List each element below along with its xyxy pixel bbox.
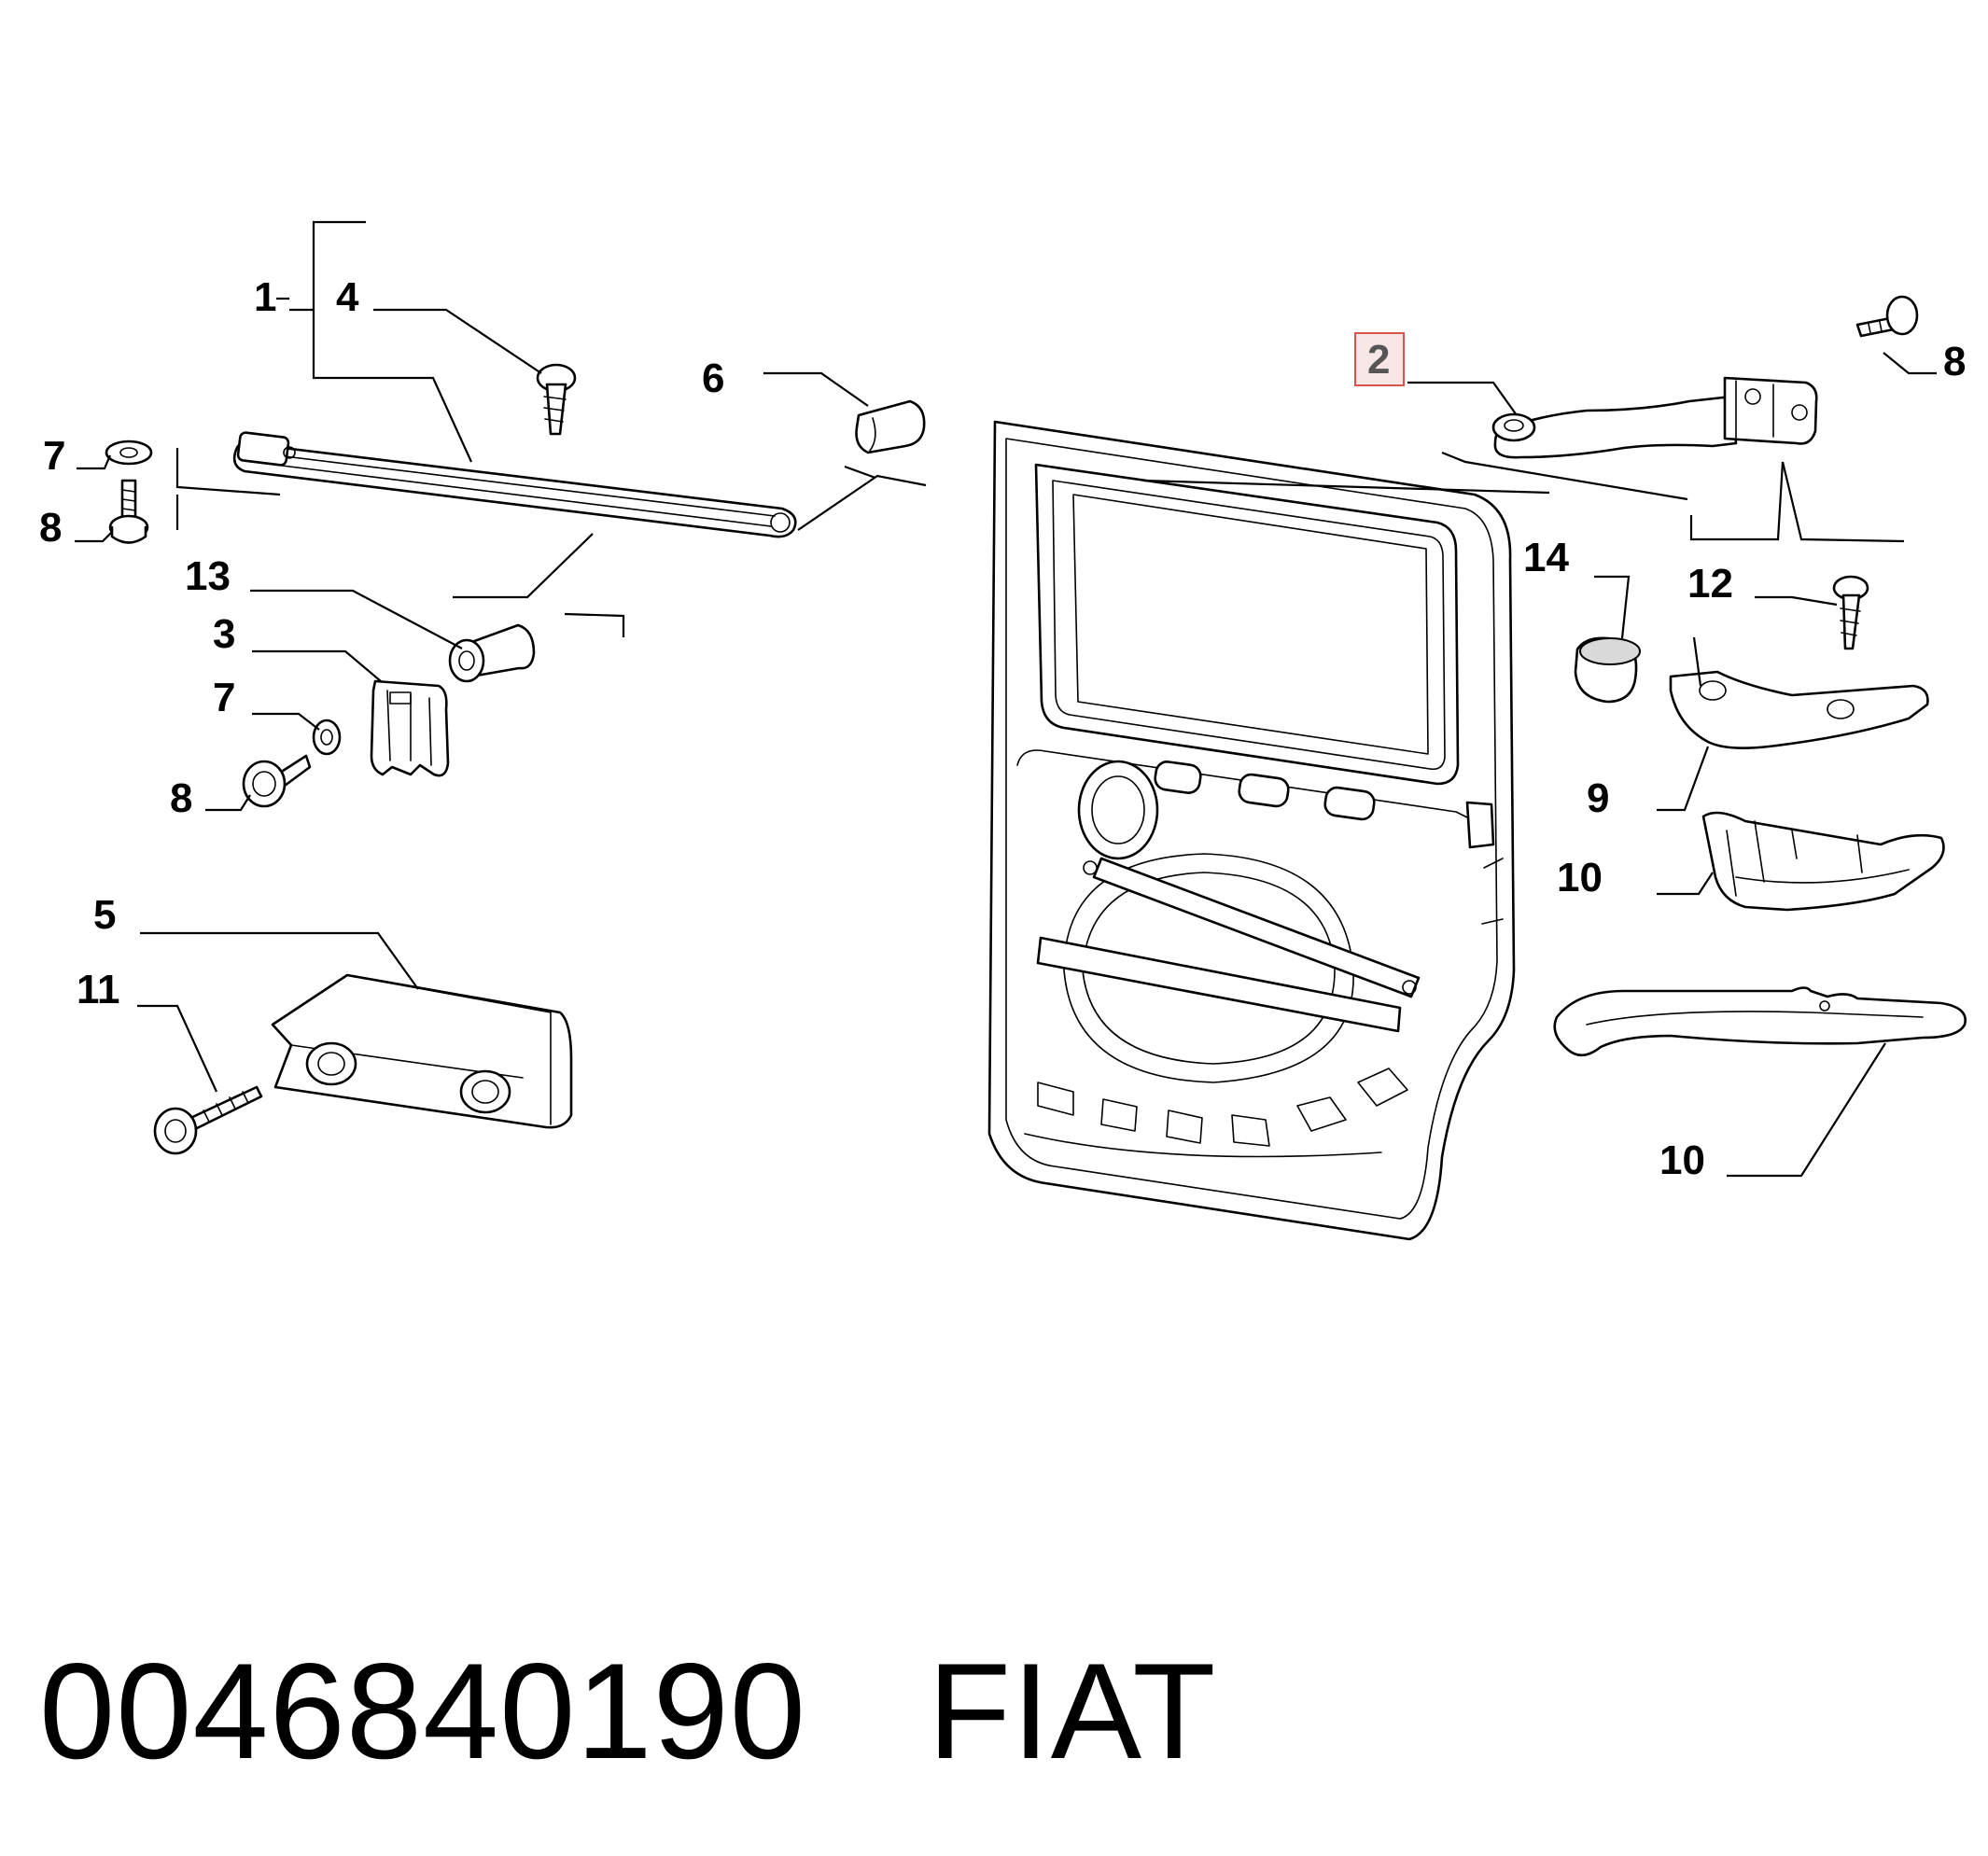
callout-11: 11 — [77, 967, 120, 1012]
part-8-bolt-mid — [242, 754, 312, 808]
callout-1: 1 — [254, 274, 276, 320]
part-7-washer-mid — [312, 719, 342, 756]
part-number: 0046840190 — [39, 1635, 806, 1787]
callout-6: 6 — [702, 356, 724, 401]
part-8-bolt-right — [1855, 295, 1919, 338]
callout-8-mid: 8 — [170, 775, 192, 821]
part-4-screw — [536, 363, 577, 436]
callout-13: 13 — [185, 553, 231, 599]
part-3-bracket — [370, 679, 450, 777]
callout-10-handle: 10 — [1659, 1137, 1705, 1183]
callout-9: 9 — [1587, 775, 1609, 821]
part-14-plug — [1574, 636, 1641, 704]
part-13-bushing — [448, 623, 536, 683]
callout-14: 14 — [1523, 535, 1569, 580]
part-1-guide-rail — [232, 431, 797, 538]
leader-lines — [75, 220, 1937, 1178]
callout-7-mid: 7 — [213, 675, 235, 720]
callout-8-right: 8 — [1943, 339, 1966, 384]
door-panel — [987, 420, 1516, 1241]
callout-2-highlight-box — [1354, 332, 1405, 386]
callout-labels: 1 2 3 4 5 6 7 7 8 8 8 9 10 10 11 12 13 1… — [39, 274, 1966, 1183]
part-2-door-check-strap — [1491, 376, 1818, 459]
part-10-handle-bezel — [1701, 811, 1945, 912]
part-12-screw — [1832, 575, 1869, 650]
part-11-screw — [153, 1085, 263, 1155]
callout-7-top: 7 — [43, 433, 65, 479]
callout-8-top: 8 — [39, 505, 62, 551]
part-6-end-cap — [855, 399, 926, 454]
part-5-speaker-housing — [271, 973, 573, 1129]
callout-2: 2 — [1367, 337, 1390, 383]
brand-name: FIAT — [927, 1635, 1217, 1787]
part-10-door-handle — [1553, 986, 1967, 1057]
callout-12: 12 — [1687, 561, 1733, 607]
callout-3: 3 — [213, 611, 235, 657]
part-7-washer-top — [105, 440, 153, 466]
callout-4: 4 — [336, 274, 359, 320]
part-8-bolt-top — [108, 479, 149, 544]
callout-10-bezel: 10 — [1557, 855, 1603, 900]
part-9-handle-trim — [1669, 670, 1929, 749]
part-footer: 0046840190 FIAT — [39, 1633, 1216, 1787]
callout-5: 5 — [93, 892, 116, 938]
